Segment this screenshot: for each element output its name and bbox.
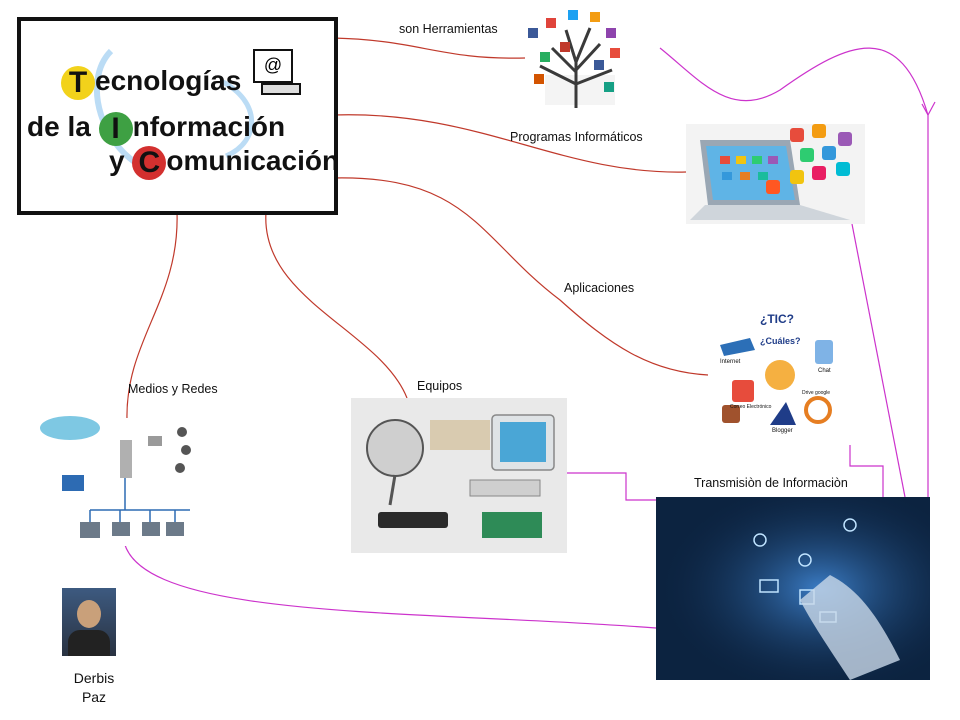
- connector-programas-transmision: [851, 223, 906, 498]
- connector-equipos-transmision: [567, 472, 656, 501]
- apps-chat-text: Chat: [818, 368, 831, 374]
- keyboard-icon: [261, 83, 301, 95]
- label-medios[interactable]: Medios y Redes: [128, 382, 218, 396]
- arrow-head: [921, 101, 936, 117]
- equipment-collage-image: [351, 398, 567, 553]
- logo-initial-c: C: [132, 145, 167, 180]
- apps-blogger-text: Blogger: [772, 428, 793, 434]
- author-last-name: Paz: [81, 689, 107, 705]
- label-equipos[interactable]: Equipos: [417, 379, 463, 393]
- connector-aplicaciones-transmision: [849, 445, 884, 497]
- apps-cuales-text: ¿Cuáles?: [760, 336, 801, 346]
- connector-equipos: [265, 211, 408, 399]
- apps-correo-text: Correo Electrónico: [730, 404, 772, 410]
- apps-internet-text: Internet: [720, 359, 741, 365]
- logo-initial-t: T: [61, 65, 95, 100]
- label-programas[interactable]: Programas Informáticos: [510, 130, 643, 144]
- laptop-apps-image: [686, 124, 865, 224]
- connector-medios: [126, 211, 178, 421]
- apps-collage-image: [710, 310, 840, 440]
- apps-drive-text: Drive google: [802, 390, 831, 396]
- author-first-name: Derbis: [73, 670, 115, 686]
- connector-medios-transmision: [124, 544, 657, 629]
- data-transmission-image: [656, 497, 930, 680]
- avatar: [77, 600, 101, 628]
- logo-initial-i: I: [98, 111, 133, 146]
- label-herramientas[interactable]: son Herramientas: [399, 22, 498, 36]
- network-diagram-image: [38, 416, 210, 546]
- label-transmision[interactable]: Transmisiòn de Informaciòn: [694, 476, 848, 490]
- tree-social-icons-image: [528, 10, 620, 108]
- apps-tic-text: ¿TIC?: [760, 312, 794, 326]
- connector-herramientas-transmision: [659, 47, 929, 497]
- connector-herramientas: [332, 37, 526, 59]
- connector-aplicaciones: [332, 177, 709, 376]
- computer-email-icon: @: [253, 49, 293, 83]
- label-aplicaciones[interactable]: Aplicaciones: [564, 281, 635, 295]
- author-photo: [62, 588, 116, 656]
- connector-programas: [332, 114, 687, 173]
